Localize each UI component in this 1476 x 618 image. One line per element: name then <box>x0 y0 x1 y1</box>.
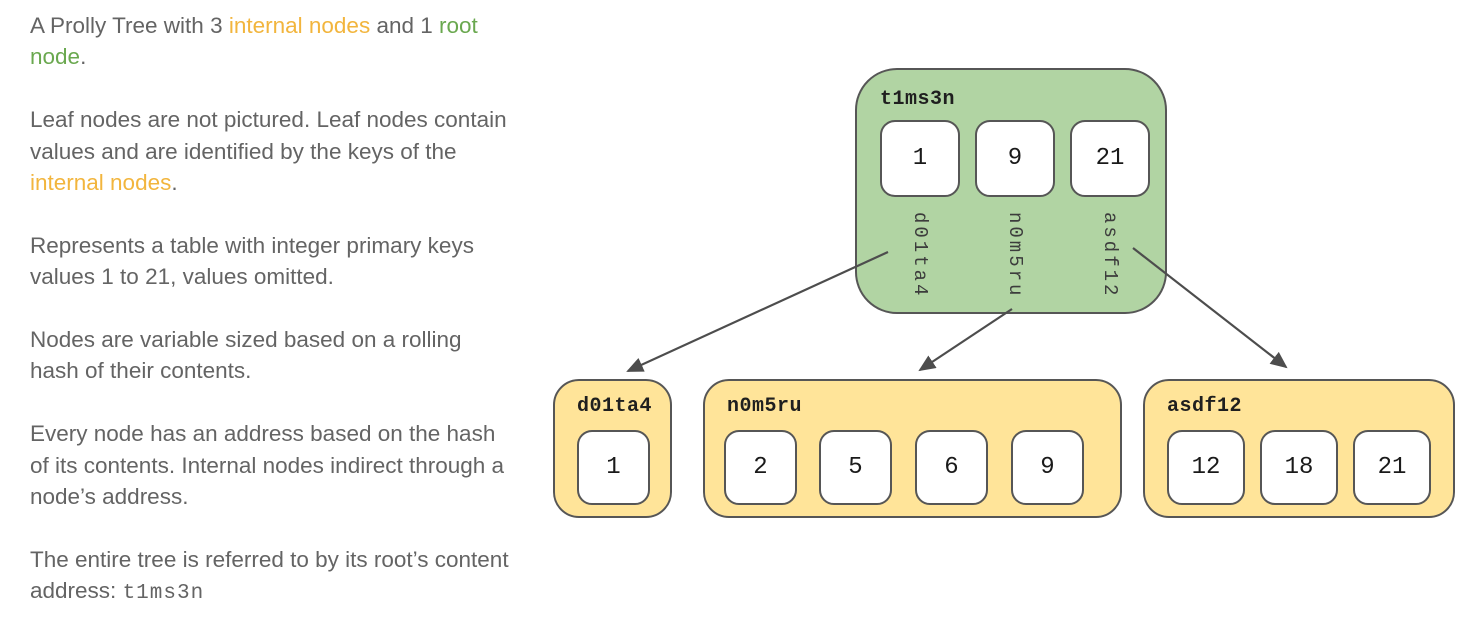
note-paragraph-table: Represents a table with integer primary … <box>30 232 474 290</box>
child-address-text: asdf12 <box>1099 211 1121 299</box>
note-paragraph-leaf-nodes: Leaf nodes are not pictured. Leaf nodes … <box>30 104 514 198</box>
internal-node-d01ta4: d01ta4 1 <box>553 379 672 518</box>
key-cell: 9 <box>1011 430 1084 505</box>
edge-root-to-n0m5ru <box>918 308 1013 372</box>
child-address-text: n0m5ru <box>1004 211 1026 299</box>
root-key-cell: 21 <box>1070 120 1150 197</box>
note-paragraph-sizing: Nodes are variable sized based on a roll… <box>30 327 462 384</box>
highlight-root-node: root node <box>30 13 478 70</box>
internal-node-address-label: asdf12 <box>1167 395 1243 418</box>
key-cell: 21 <box>1353 430 1431 505</box>
root-node-address-label: t1ms3n <box>880 88 956 111</box>
note-text: . <box>80 44 87 70</box>
root-key-cell: 1 <box>880 120 960 197</box>
root-child-address-label: n0m5ru <box>975 205 1055 305</box>
edge-root-to-d01ta4 <box>626 250 889 373</box>
internal-node-asdf12: asdf12 12 18 21 <box>1143 379 1455 518</box>
child-address-text: d01ta4 <box>909 211 931 299</box>
note-text: The entire tree is referred to by its ro… <box>30 546 509 604</box>
key-cell: 6 <box>915 430 988 505</box>
highlight-internal-nodes: internal nodes <box>228 13 371 38</box>
note-paragraph-root-address: The entire tree is referred to by its ro… <box>30 544 514 610</box>
key-cell: 1 <box>577 430 650 505</box>
explanation-text: A Prolly Tree with 3 internal nodes and … <box>30 10 514 618</box>
key-cell: 18 <box>1260 430 1338 505</box>
key-cell: 5 <box>819 430 892 505</box>
note-text: Leaf nodes are not pictured. Leaf nodes … <box>30 107 507 164</box>
internal-node-n0m5ru: n0m5ru 2 5 6 9 <box>703 379 1122 518</box>
root-key-cell: 9 <box>975 120 1055 197</box>
internal-node-address-label: n0m5ru <box>727 395 803 418</box>
note-text: and 1 <box>370 13 440 38</box>
key-cell: 2 <box>724 430 797 505</box>
root-content-address: t1ms3n <box>122 582 205 606</box>
note-paragraph-intro: A Prolly Tree with 3 internal nodes and … <box>30 10 514 73</box>
root-child-address-label: d01ta4 <box>880 205 960 305</box>
key-cell: 12 <box>1167 430 1245 505</box>
root-node-t1ms3n: t1ms3n 1 9 21 d01ta4 n0m5ru asdf12 <box>855 68 1167 314</box>
note-text: A Prolly Tree with 3 <box>30 13 229 38</box>
note-paragraph-address: Every node has an address based on the h… <box>30 421 505 510</box>
root-child-address-label: asdf12 <box>1070 205 1150 305</box>
internal-node-address-label: d01ta4 <box>577 395 653 418</box>
note-text: . <box>171 170 178 196</box>
highlight-internal-nodes: internal nodes <box>30 170 172 196</box>
